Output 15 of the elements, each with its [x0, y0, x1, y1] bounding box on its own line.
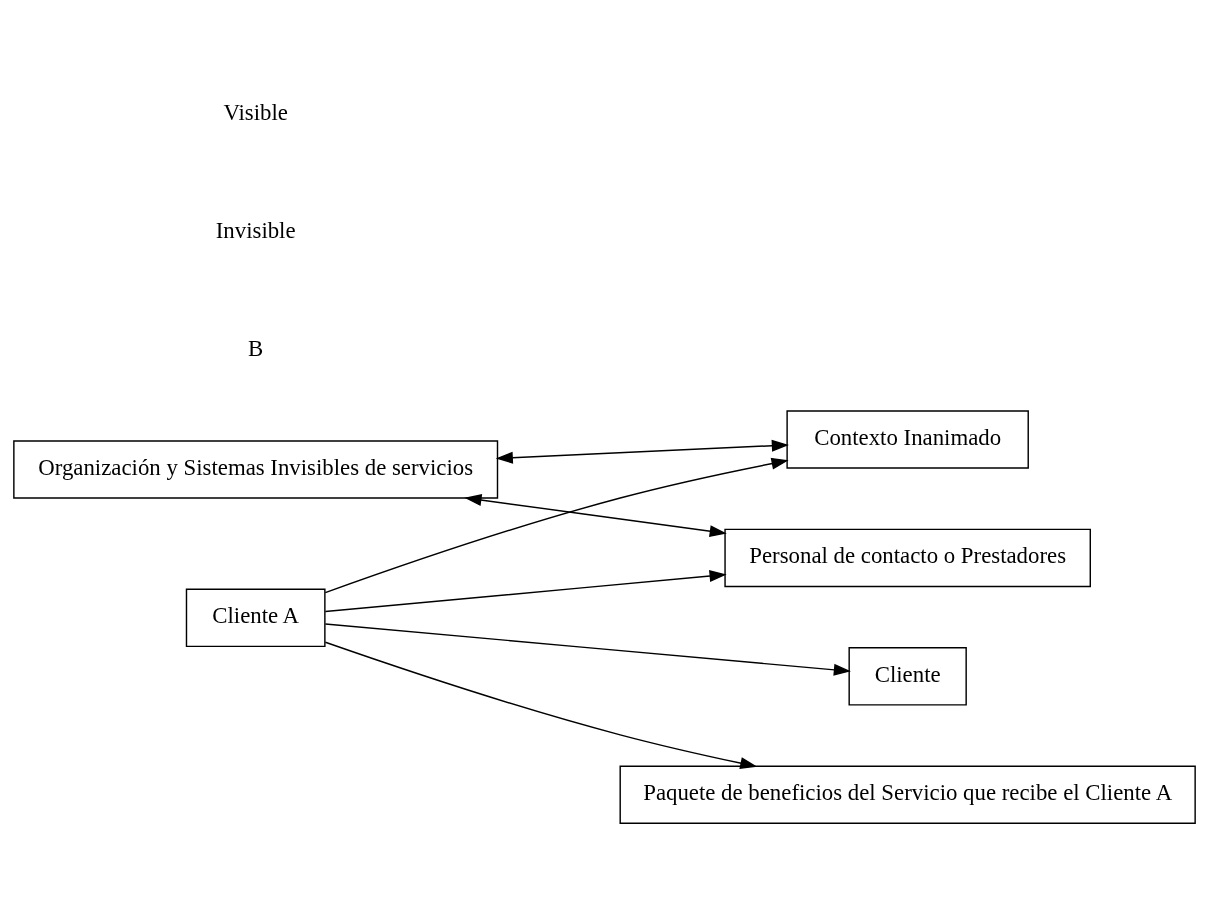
- node-box: Paquete de beneficios del Servicio que recibe el Cliente A: [619, 765, 1196, 824]
- arrow: [464, 493, 727, 537]
- node-box: Organización y Sistemas Invisibles de servicios: [13, 439, 499, 499]
- arrow: [324, 622, 851, 676]
- label: Visible: [223, 99, 288, 125]
- arrow: [324, 641, 758, 769]
- node-box: Personal de contacto o Prestadores: [724, 528, 1091, 587]
- node-box: Contexto Inanimado: [786, 409, 1029, 469]
- arrow: [495, 439, 789, 464]
- label: Invisible: [215, 217, 296, 243]
- label: B: [248, 335, 264, 361]
- node-box: Cliente A: [185, 588, 326, 647]
- arrow: [324, 457, 789, 593]
- arrow: [324, 569, 727, 612]
- node-box: Cliente: [848, 646, 967, 706]
